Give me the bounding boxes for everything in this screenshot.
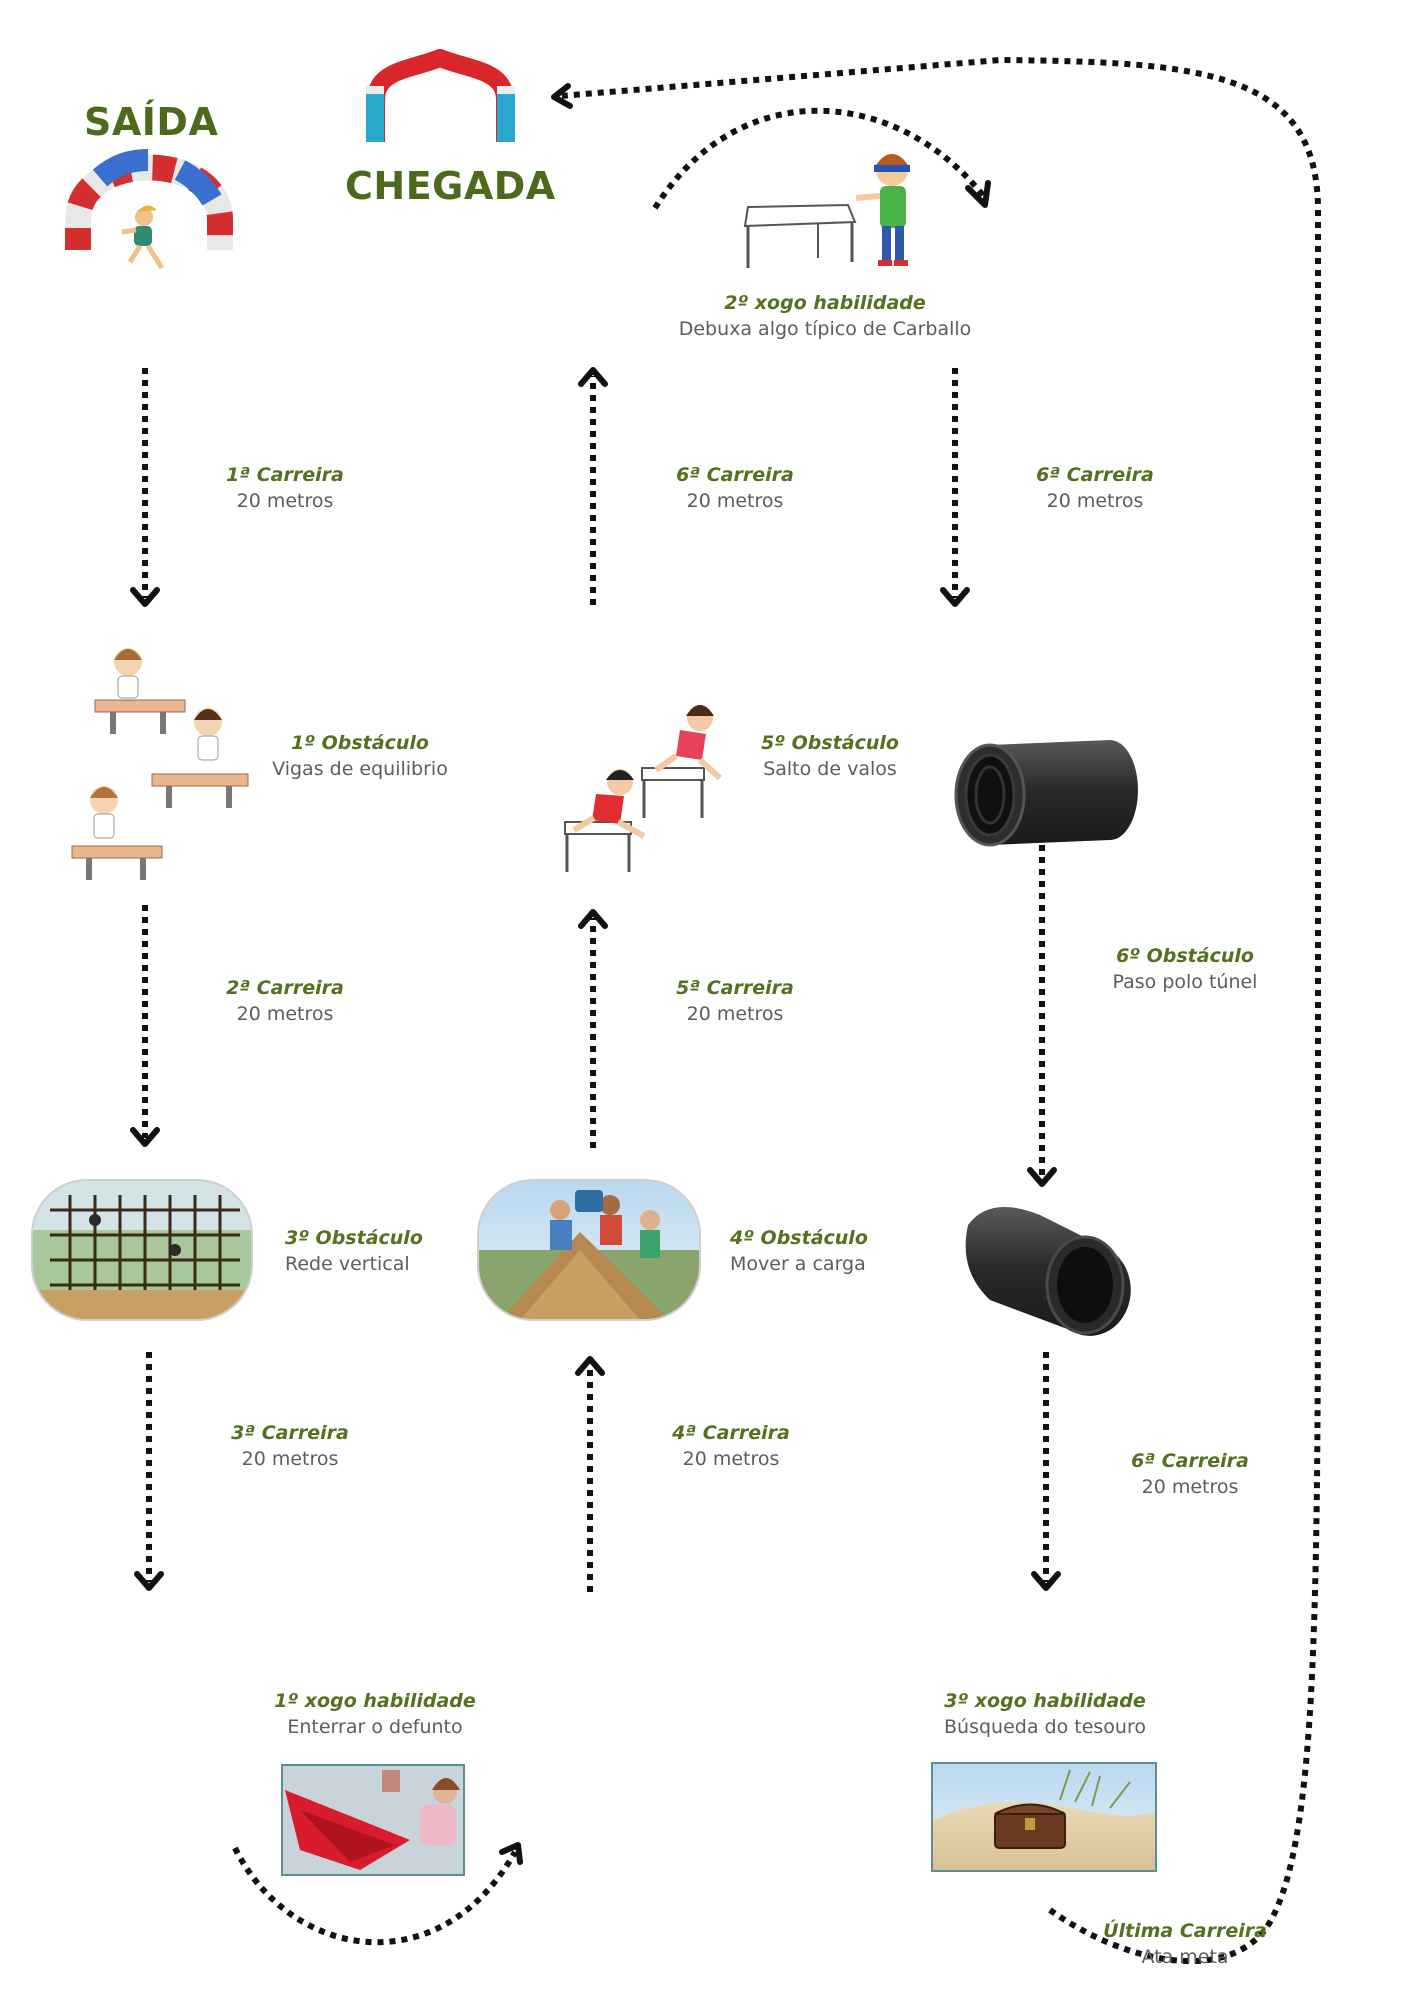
obs3-label: 3º Obstáculo Rede vertical [285,1225,445,1277]
game2-title: 2º xogo habilidade [724,292,926,314]
climbing-net-photo [32,1180,252,1320]
obs6-label: 6º Obstáculo Paso polo túnel [1095,943,1275,995]
game3-desc: Búsqueda do tesouro [944,1716,1146,1738]
obs1-title: 1º Obstáculo [291,732,429,754]
run6c-distance: 20 metros [1141,1476,1239,1498]
run4-distance: 20 metros [682,1448,780,1470]
run5-title: 5ª Carreira [676,977,794,999]
run6b-title: 6ª Carreira [1036,464,1154,486]
run6a-title: 6ª Carreira [676,464,794,486]
run-last-title: Última Carreira [1103,1920,1267,1942]
arrow-game2-curve [652,107,988,210]
run2-distance: 20 metros [236,1003,334,1025]
run6a-distance: 20 metros [686,490,784,512]
run3-title: 3ª Carreira [231,1422,349,1444]
obs5-title: 5º Obstáculo [761,732,899,754]
obs3-desc: Rede vertical [285,1253,410,1275]
run6b-distance: 20 metros [1046,490,1144,512]
hurdles-icon [564,705,723,872]
obs3-title: 3º Obstáculo [285,1227,423,1249]
game1-title: 1º xogo habilidade [274,1690,476,1712]
obs4-desc: Mover a carga [730,1253,866,1275]
run5-distance: 20 metros [686,1003,784,1025]
obs5-desc: Salto de valos [763,758,897,780]
arrow-game1-curve [232,1846,518,1946]
run6a-label: 6ª Carreira 20 metros [660,462,810,514]
game2-label: 2º xogo habilidade Debuxa algo típico de… [640,290,1010,342]
connector-arrows [142,56,1322,1965]
run5-label: 5ª Carreira 20 metros [660,975,810,1027]
run6c-label: 6ª Carreira 20 metros [1115,1448,1265,1500]
arrow-final-run [559,56,1322,1965]
game3-title: 3º xogo habilidade [944,1690,1146,1712]
run6b-label: 6ª Carreira 20 metros [1020,462,1170,514]
carry-load-photo [478,1180,700,1320]
run3-label: 3ª Carreira 20 metros [215,1420,365,1472]
finish-arch-icon [366,49,515,142]
game1-desc: Enterrar o defunto [287,1716,463,1738]
run6c-title: 6ª Carreira [1131,1450,1249,1472]
parachute-photo [281,1764,465,1876]
run2-label: 2ª Carreira 20 metros [210,975,360,1027]
run1-label: 1ª Carreira 20 metros [210,462,360,514]
start-arch-icon [65,149,233,270]
tunnel-icon [954,740,1138,847]
run1-distance: 20 metros [236,490,334,512]
run3-distance: 20 metros [241,1448,339,1470]
obs4-label: 4º Obstáculo Mover a carga [730,1225,890,1277]
obs5-label: 5º Obstáculo Salto de valos [745,730,915,782]
run2-title: 2ª Carreira [226,977,344,999]
run-last-label: Última Carreira Ata meta [1095,1918,1275,1970]
obs1-label: 1º Obstáculo Vigas de equilibrio [260,730,460,782]
obs6-desc: Paso polo túnel [1112,971,1258,993]
game1-label: 1º xogo habilidade Enterrar o defunto [260,1688,490,1740]
run1-title: 1ª Carreira [226,464,344,486]
run4-label: 4ª Carreira 20 metros [656,1420,806,1472]
balance-beams-icon [71,648,249,880]
treasure-chest-photo [931,1762,1157,1872]
start-title: SAÍDA [84,100,219,144]
run4-title: 4ª Carreira [672,1422,790,1444]
obs1-desc: Vigas de equilibrio [272,758,448,780]
run-last-desc: Ata meta [1141,1946,1229,1968]
blindfold-drawing-icon [743,154,910,268]
finish-title: CHEGADA [345,164,556,208]
obs6-title: 6º Obstáculo [1116,945,1254,967]
tunnel-icon [965,1207,1131,1336]
obs4-title: 4º Obstáculo [730,1227,868,1249]
game3-label: 3º xogo habilidade Búsqueda do tesouro [925,1688,1165,1740]
game2-desc: Debuxa algo típico de Carballo [678,318,972,340]
arrow-heads [130,83,1061,1865]
